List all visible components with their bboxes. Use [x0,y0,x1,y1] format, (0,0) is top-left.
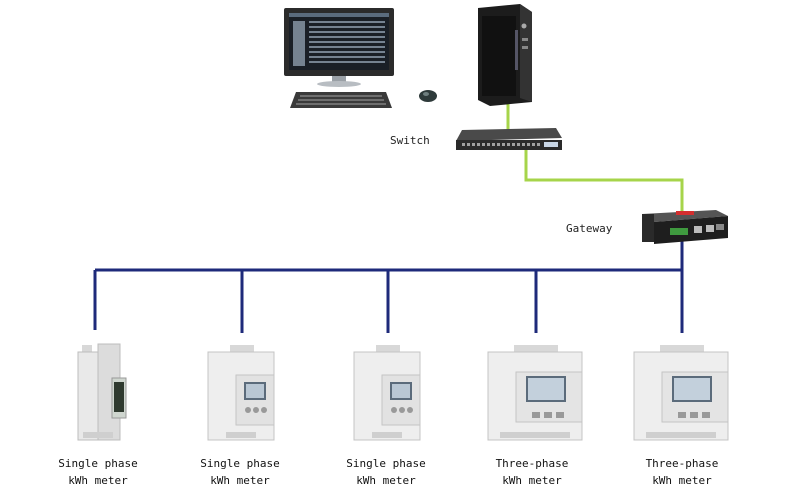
meter-caption-line1: Three-phase [645,457,719,470]
energy-meter-icon [633,345,729,441]
network-switch-icon [456,128,562,150]
meter-caption-line2: kWh meter [502,474,562,487]
energy-meter-icon [487,345,583,441]
rs485-bus [93,238,684,333]
ethernet-link-switch-gateway [524,146,684,212]
meter-caption-line1: Single phase [200,457,280,470]
monitor-icon [284,8,394,87]
meter-caption-line2: kWh meter [356,474,416,487]
ethernet-links [506,100,684,212]
meter-caption-line1: Single phase [58,457,138,470]
meter-caption-line1: Single phase [346,457,426,470]
meter-caption-line2: kWh meter [652,474,712,487]
meter-caption-3: Single phase kWh meter [316,455,456,489]
mouse-icon [419,90,437,102]
switch-label: Switch [390,134,430,147]
meter-caption-2: Single phase kWh meter [170,455,310,489]
gateway-label: Gateway [566,222,613,235]
pc-tower-icon [478,4,532,106]
energy-meter-icon [353,345,421,441]
meter-caption-1: Single phase kWh meter [28,455,168,489]
gateway-device-icon [642,210,728,244]
meter-caption-5: Three-phase kWh meter [612,455,752,489]
energy-meter-icon [207,345,275,441]
meter-caption-line2: kWh meter [210,474,270,487]
meter-caption-4: Three-phase kWh meter [462,455,602,489]
energy-meter-icon [77,343,127,441]
meter-caption-line1: Three-phase [495,457,569,470]
keyboard-icon [290,92,392,108]
meter-caption-line2: kWh meter [68,474,128,487]
